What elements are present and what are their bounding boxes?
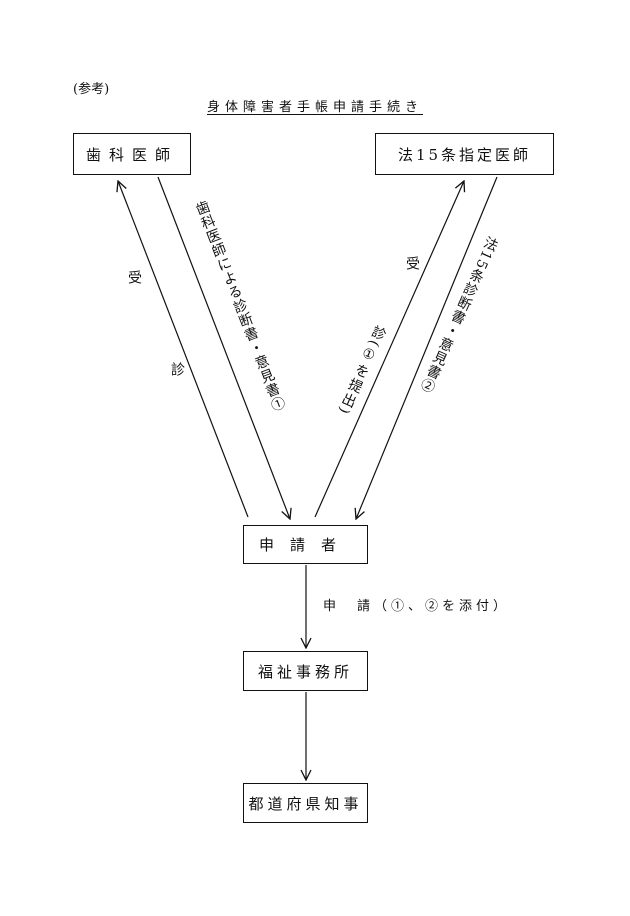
arrow-dentist-to-applicant: [157, 176, 290, 519]
edge-label-left-up-1: 受: [126, 270, 142, 284]
node-dentist: 歯科医師: [73, 133, 191, 175]
edge-label-right-up-1: 受: [404, 256, 420, 270]
node-governor-label: 都道府県知事: [248, 794, 363, 813]
node-designated-doctor: 法15条指定医師: [375, 133, 554, 175]
node-designated-doctor-label: 法15条指定医師: [397, 145, 532, 164]
arrow-applicant-to-designated: [314, 181, 464, 518]
node-dentist-label: 歯科医師: [85, 145, 178, 164]
page-title: 身体障害者手帳申請手続き: [0, 96, 630, 115]
node-welfare-office: 福祉事務所: [243, 651, 368, 691]
node-applicant: 申請者: [243, 525, 368, 564]
node-welfare-office-label: 福祉事務所: [257, 662, 353, 681]
node-applicant-label: 申請者: [258, 536, 352, 554]
edge-label-apply: 申 請（①、②を添付）: [323, 599, 511, 614]
page-title-text: 身体障害者手帳申請手続き: [206, 100, 423, 115]
arrow-applicant-to-dentist: [118, 181, 249, 518]
node-governor: 都道府県知事: [243, 783, 368, 823]
reference-label: (参考): [73, 82, 110, 97]
arrow-designated-to-applicant: [356, 176, 498, 519]
edge-label-left-up-2: 診: [169, 362, 185, 376]
